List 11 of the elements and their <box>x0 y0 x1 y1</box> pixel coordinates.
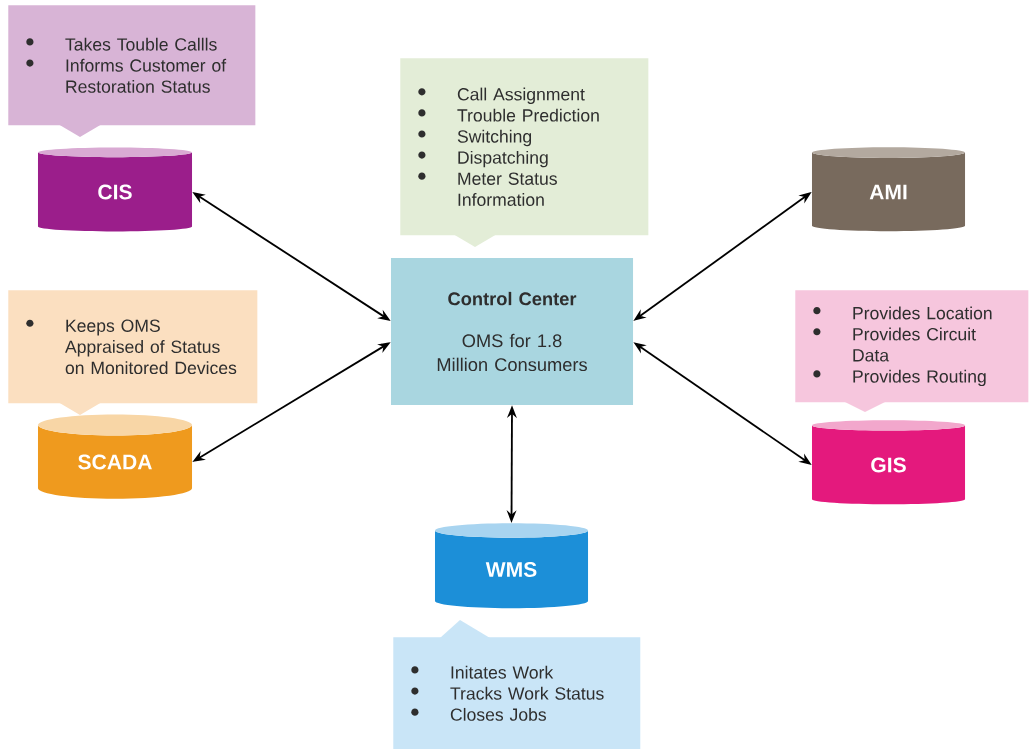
database-cylinder: AMI <box>812 147 966 232</box>
callout-box: Initates Work Tracks Work Status Closes Jobs <box>393 620 641 749</box>
callout-box: Provides Location Provides Circuit Data Provides Routing <box>795 290 1029 412</box>
database-cylinder: WMS <box>435 523 589 609</box>
database-cylinder: SCADA <box>38 414 192 499</box>
database-cylinder: GIS <box>812 420 966 505</box>
process-box: Control Center OMS for 1.8 Million Consumers <box>390 258 634 405</box>
database-cylinder: CIS <box>38 147 192 232</box>
callout-box: Call Assignment Trouble Prediction Switching Dispatching Meter Status Information <box>400 58 649 247</box>
callout-box: Takes Touble Callls Informs Customer of Restoration Status <box>8 5 256 137</box>
callout-box: Keeps OMS Appraised of Status on Monitored Devices <box>8 290 258 415</box>
